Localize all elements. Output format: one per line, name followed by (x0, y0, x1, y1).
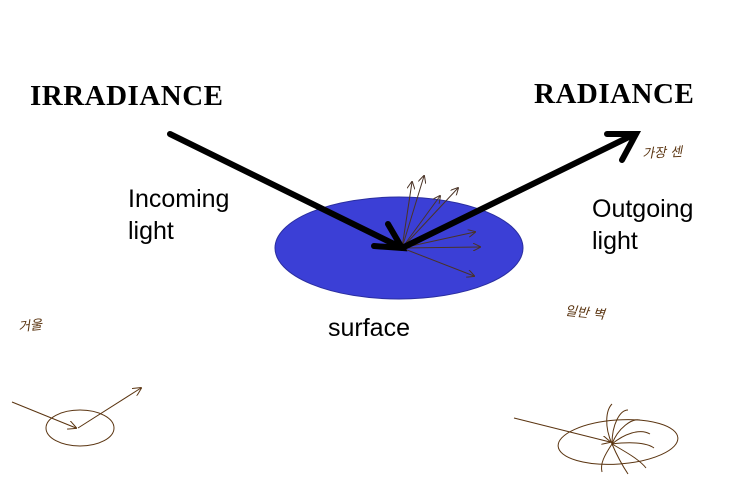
wall-sketch-ellipse (557, 419, 679, 465)
wall-sketch-loop (611, 443, 647, 469)
wall-sketch-loop (611, 409, 629, 445)
wall-sketch-loop (611, 443, 629, 475)
outgoing-arrow (399, 131, 638, 251)
incoming-arrow (167, 131, 401, 249)
scattered-ray (401, 176, 424, 249)
scattered-ray (401, 182, 412, 249)
outgoing-light-label: Outgoing light (592, 193, 693, 257)
wall-sketch-loop (611, 442, 655, 449)
wall-sketch-loop (611, 431, 651, 445)
wall-sketch (513, 403, 679, 475)
scattered-ray (401, 247, 474, 276)
note-strongest: 가장 센 (641, 144, 683, 163)
surface-label: surface (328, 314, 410, 342)
outgoing-line1: Outgoing (592, 195, 694, 223)
radiance-title: RADIANCE (534, 78, 695, 110)
outgoing-line2: light (592, 227, 638, 255)
mirror-sketch-reflected-ray (77, 388, 141, 429)
mirror-sketch-ellipse (45, 409, 115, 447)
mirror-sketch-incoming-ray (11, 401, 76, 428)
incoming-line2: light (128, 217, 174, 245)
scattered-ray (401, 188, 458, 249)
wall-sketch-loop (606, 403, 613, 445)
note-general-wall: 일반 벽 (564, 303, 606, 324)
incoming-light-label: Incoming light (128, 183, 229, 247)
note-mirror: 거울 (17, 317, 43, 336)
scattered-ray (401, 247, 480, 248)
wall-sketch-loop (601, 443, 613, 473)
outgoing-arrowhead (604, 131, 642, 163)
wall-sketch-loops (601, 403, 655, 475)
wall-sketch-incoming-ray (513, 417, 610, 442)
irradiance-title: IRRADIANCE (30, 80, 224, 112)
mirror-sketch (11, 388, 141, 447)
incoming-line1: Incoming (128, 185, 230, 213)
wall-sketch-loop (611, 419, 641, 445)
scattered-ray (401, 196, 440, 249)
